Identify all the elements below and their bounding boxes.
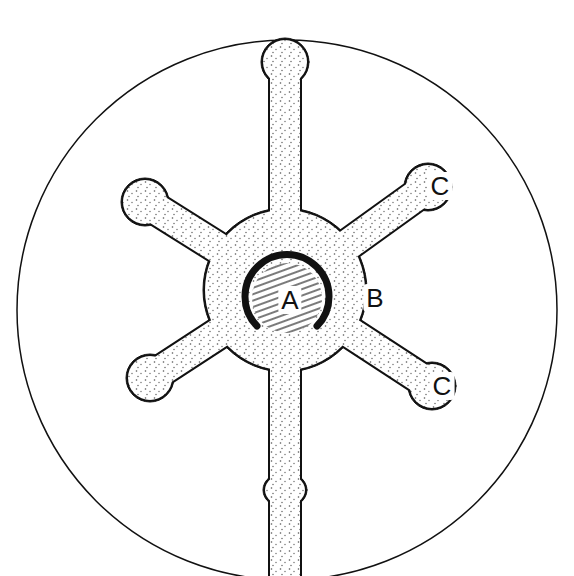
nucleus bbox=[252, 263, 322, 333]
horseshoe-arc bbox=[245, 255, 329, 326]
process-outline bbox=[121, 38, 456, 576]
arm-label: C bbox=[428, 172, 453, 200]
arm-label: C bbox=[430, 372, 455, 400]
cell-outline bbox=[17, 40, 557, 576]
cytoplasm-fill bbox=[123, 40, 454, 576]
region-label: B bbox=[363, 284, 386, 312]
nucleus-label: A bbox=[278, 286, 301, 314]
